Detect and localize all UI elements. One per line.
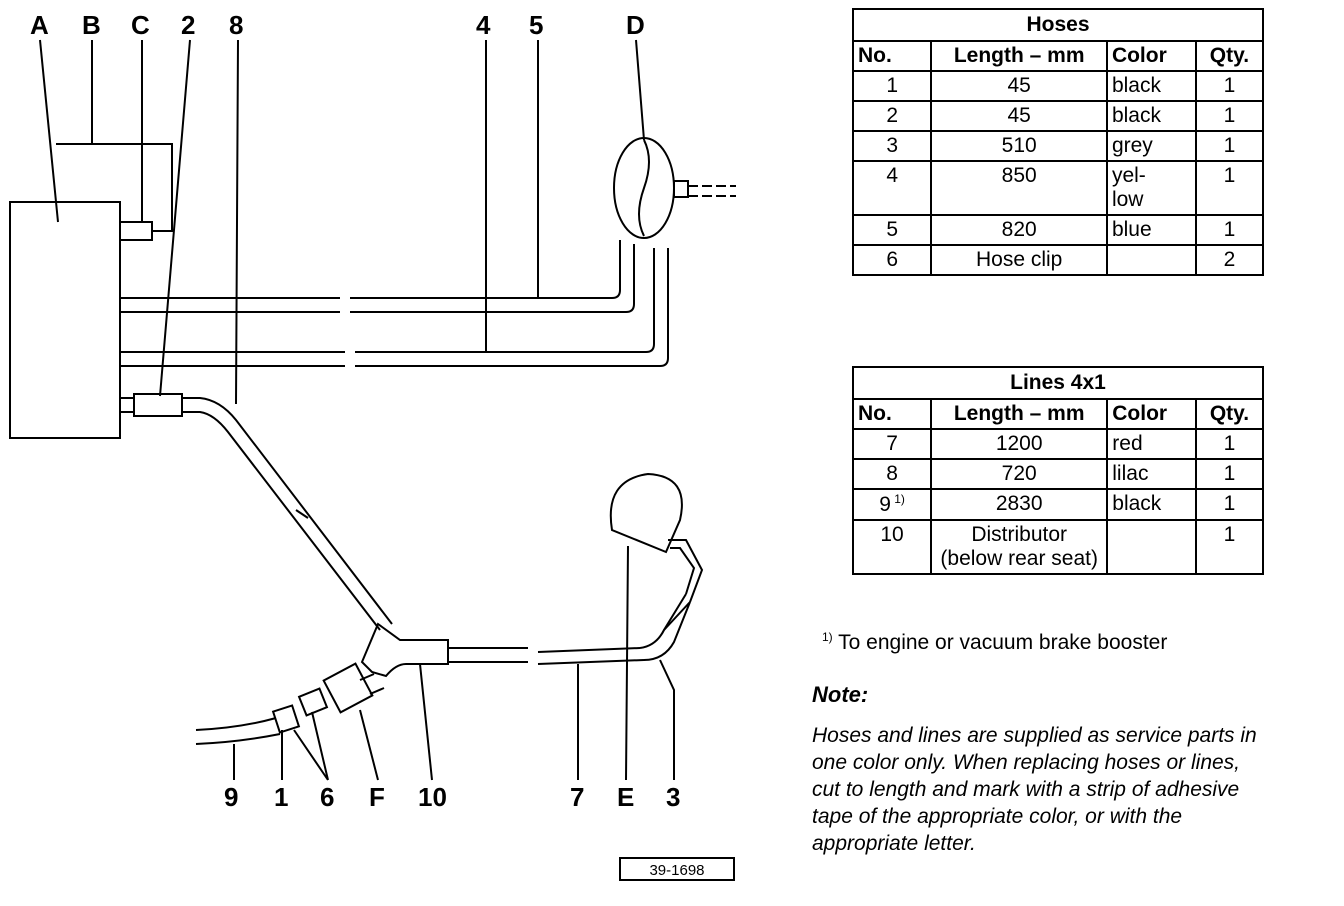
lines-table-title: Lines 4x1 (852, 366, 1264, 398)
hoses-cell: 1 (1194, 130, 1265, 162)
lines-header-color: Color (1106, 398, 1197, 430)
label-10: 10 (418, 782, 447, 812)
note-title: Note: (812, 682, 869, 707)
lines-footnote-marker: 1) (890, 492, 905, 506)
hoses-cell: 6 (851, 244, 933, 276)
note-text: Hoses and lines are supplied as service … (812, 724, 1257, 855)
hoses-header-length: Length – mm (930, 40, 1108, 72)
lines-cell: 1 (1194, 488, 1265, 521)
label-8: 8 (229, 10, 243, 40)
lines-cell: lilac (1106, 458, 1197, 490)
label-a: A (30, 10, 49, 40)
lines-cell: 8 (851, 458, 933, 490)
hoses-cell: 1 (851, 70, 933, 102)
hoses-cell: 820 (930, 214, 1108, 246)
lines-cell: 1200 (930, 428, 1109, 460)
label-c: C (131, 10, 150, 40)
hoses-cell: 2 (1194, 244, 1265, 276)
lines-cell: 1 (1194, 519, 1265, 575)
hoses-cell: 1 (1194, 214, 1265, 246)
vacuum-hose-diagram: A B C 2 8 4 5 D 9 1 6 F 10 7 E 3 (9, 10, 736, 812)
label-3: 3 (666, 782, 680, 812)
lines-header-length: Length – mm (930, 398, 1109, 430)
hoses-cell: black (1105, 70, 1197, 102)
lines-cell: Distributor (below rear seat) (930, 519, 1109, 575)
label-d: D (626, 10, 645, 40)
hoses-cell: 5 (851, 214, 933, 246)
hoses-cell: grey (1105, 130, 1197, 162)
lines-cell: 10 (851, 519, 933, 575)
label-5: 5 (529, 10, 543, 40)
hoses-cell: blue (1105, 214, 1197, 246)
component-e (609, 472, 683, 554)
label-1: 1 (274, 782, 288, 812)
label-4: 4 (476, 10, 491, 40)
label-2: 2 (181, 10, 195, 40)
label-7: 7 (570, 782, 584, 812)
lines-cell: 720 (930, 458, 1109, 490)
hoses-cell: 850 (930, 160, 1108, 216)
hoses-cell: 4 (851, 160, 933, 216)
hoses-table-title: Hoses (852, 8, 1264, 40)
footnote: 1) To engine or vacuum brake booster (822, 630, 1167, 655)
hoses-cell: 510 (930, 130, 1108, 162)
hoses-cell: 3 (851, 130, 933, 162)
lines-cell: 1 (1194, 428, 1265, 460)
hoses-header-no: No. (851, 40, 933, 72)
lines-cell: red (1106, 428, 1197, 460)
hoses-cell: black (1105, 100, 1197, 132)
lines-cell (1106, 519, 1197, 575)
hoses-cell: 2 (851, 100, 933, 132)
component-f (322, 662, 374, 714)
footnote-text: To engine or vacuum brake booster (838, 631, 1168, 654)
hose-2 (133, 393, 183, 417)
lines-cell: 2830 (930, 488, 1109, 521)
hose-1 (271, 704, 301, 734)
hoses-cell (1105, 244, 1197, 276)
label-b: B (82, 10, 101, 40)
component-c (119, 221, 153, 241)
hoses-cell: 1 (1194, 70, 1265, 102)
label-e: E (617, 782, 634, 812)
distributor-10 (360, 622, 449, 678)
hoses-header-qty: Qty. (1194, 40, 1265, 72)
lines-cell: 1 (1194, 458, 1265, 490)
hoses-cell: 1 (1194, 100, 1265, 132)
figure-reference: 39-1698 (619, 857, 735, 881)
hoses-cell: 1 (1194, 160, 1265, 216)
lines-header-qty: Qty. (1194, 398, 1265, 430)
label-6: 6 (320, 782, 334, 812)
lines-header-no: No. (851, 398, 933, 430)
label-9: 9 (224, 782, 238, 812)
component-a (9, 201, 121, 439)
hoses-cell: Hose clip (930, 244, 1108, 276)
hoses-cell: yel- low (1105, 160, 1197, 216)
lines-cell: black (1106, 488, 1197, 521)
lines-cell: 9 1) (851, 488, 933, 521)
hoses-cell: 45 (930, 100, 1108, 132)
lines-cell: 7 (851, 428, 933, 460)
footnote-marker: 1) (822, 630, 833, 644)
hoses-cell: 45 (930, 70, 1108, 102)
hoses-header-color: Color (1105, 40, 1197, 72)
label-f: F (369, 782, 385, 812)
